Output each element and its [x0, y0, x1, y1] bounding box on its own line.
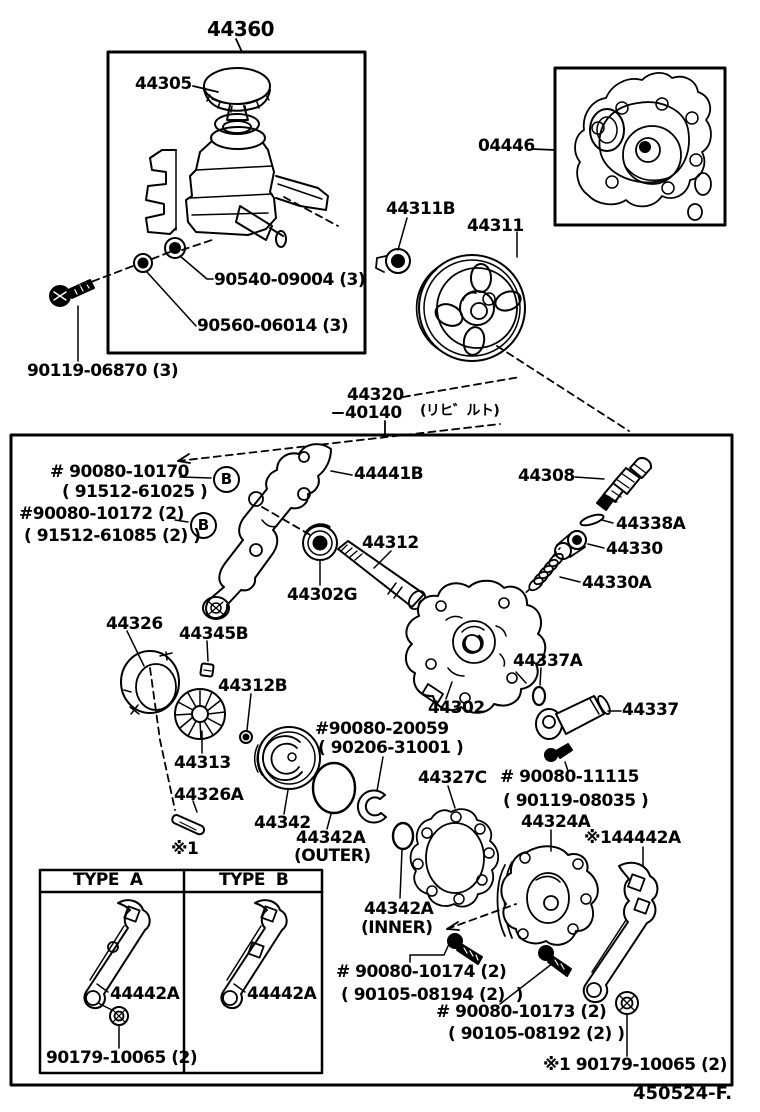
part-label-44326: 44326 [106, 614, 163, 634]
part-label-44313: 44313 [174, 753, 231, 773]
part-label-44337: 44337 [622, 700, 679, 720]
type-box-art [38, 868, 324, 1075]
part-label-44311: 44311 [467, 216, 524, 236]
part-label-44324A: 44324A [521, 812, 591, 832]
part-label-44337A: 44337A [513, 651, 583, 671]
note-star1: ※1 [171, 839, 199, 859]
subst-label-90080-10173: # 90080-10173 (2) [436, 1002, 607, 1022]
reservoir-box-art [49, 38, 367, 362]
part-label-44326A: 44326A [174, 785, 244, 805]
part-label-44360: 44360 [207, 17, 275, 41]
part-label-90119-06870: 90119-06870 (3) [27, 361, 179, 381]
part-label-44308: 44308 [518, 466, 575, 486]
part-label-04446: 04446 [478, 136, 535, 156]
part-label-44312: 44312 [362, 533, 419, 553]
subst-label-91512-61085: ( 91512-61085 (2) ) [24, 526, 201, 546]
part-label-44442A-rear: ※144442A [584, 828, 681, 848]
subst-label-90080-10172: #90080-10172 (2) [19, 504, 184, 524]
part-label-44442A-type-b: 44442A [247, 984, 317, 1004]
part-label-90179-10065-rear: ※1 90179-10065 (2) [543, 1055, 727, 1075]
type-b-header: TYPE B [219, 870, 289, 890]
part-label-44312B: 44312B [218, 676, 288, 696]
part-label-44338A: 44338A [616, 514, 686, 534]
part-label-44320: 44320 [347, 385, 404, 405]
subst-label-90105-08192: ( 90105-08192 (2) ) [448, 1024, 625, 1044]
part-label-44327C: 44327C [418, 768, 487, 788]
part-label-44345B: 44345B [179, 624, 249, 644]
subst-label-91512-61025: ( 91512-61025 ) [62, 482, 208, 502]
gasket-kit-box-art [531, 66, 727, 227]
part-label-44302: 44302 [428, 698, 485, 718]
part-label-44342A-outer: 44342A [296, 828, 366, 848]
part-label-44442A-type-a: 44442A [110, 984, 180, 1004]
part-label-44311B: 44311B [386, 199, 456, 219]
part-label-44342A-inner: 44342A [364, 899, 434, 919]
callout-b-1: B [213, 466, 240, 493]
subst-label-90080-20059: #90080-20059 [315, 719, 449, 739]
part-label-44305: 44305 [135, 74, 192, 94]
part-label-44342: 44342 [254, 813, 311, 833]
part-label-44302G: 44302G [287, 585, 358, 605]
subst-label-90080-10174: # 90080-10174 (2) [336, 962, 507, 982]
subst-label-90119-08035: ( 90119-08035 ) [503, 791, 649, 811]
part-label-44330A: 44330A [582, 573, 652, 593]
pump-assembly-box-art [9, 412, 734, 1087]
part-label-90560-06014: 90560-06014 (3) [197, 316, 349, 336]
part-label-44330: 44330 [606, 539, 663, 559]
part-label-90179-10065-type-a: 90179-10065 (2) [46, 1048, 198, 1068]
note-inner: (INNER) [361, 918, 433, 938]
sheet-number: 450524-F. [633, 1083, 733, 1104]
callout-b-2: B [190, 512, 217, 539]
note-outer: (OUTER) [294, 846, 371, 866]
reman-note: (リヒ゛ルト) [420, 403, 500, 419]
part-label-40140: 40140 [345, 403, 402, 423]
subst-label-90105-08194: ( 90105-08194 (2) ) [341, 985, 523, 1005]
subst-label-90080-10170: # 90080-10170 [50, 462, 190, 482]
part-label-44441B: 44441B [354, 464, 424, 484]
subst-label-90206-31001: ( 90206-31001 ) [318, 738, 464, 758]
subst-label-90080-11115: # 90080-11115 [500, 767, 640, 787]
pulley-art [375, 217, 630, 432]
part-label-90540-09004: 90540-09004 (3) [214, 270, 366, 290]
type-a-header: TYPE A [73, 870, 143, 890]
